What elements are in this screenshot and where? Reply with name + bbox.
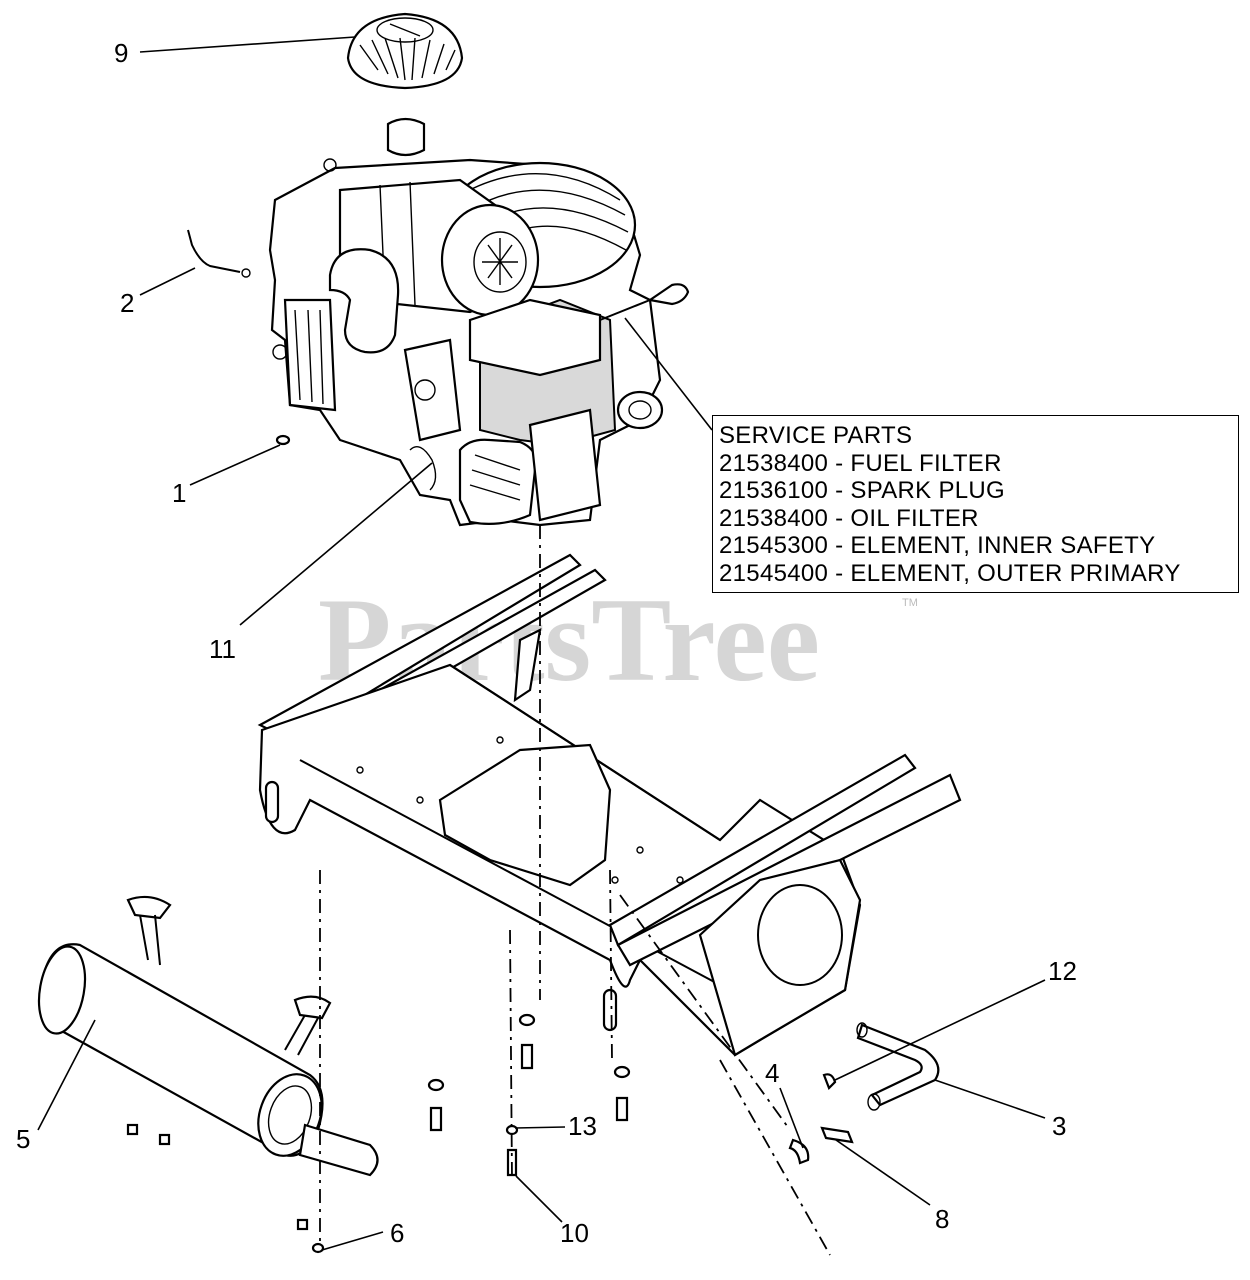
callout-10: 10 bbox=[560, 1218, 589, 1248]
service-part-inner-element: 21545300 - ELEMENT, INNER SAFETY bbox=[719, 532, 1156, 559]
callout-labels: 9 2 1 11 12 3 4 8 5 6 10 13 bbox=[16, 38, 1077, 1248]
callout-6: 6 bbox=[390, 1218, 404, 1248]
callout-2: 2 bbox=[120, 288, 134, 318]
leader-lines bbox=[37, 36, 1046, 1251]
callout-12: 12 bbox=[1048, 956, 1077, 986]
callout-5: 5 bbox=[16, 1124, 30, 1154]
service-part-outer-element: 21545400 - ELEMENT, OUTER PRIMARY bbox=[719, 559, 1181, 587]
alignment-lines bbox=[319, 525, 831, 1256]
service-parts-heading: SERVICE PARTS bbox=[719, 422, 913, 449]
callout-3: 3 bbox=[1052, 1111, 1066, 1141]
fastener-part-1 bbox=[275, 434, 291, 446]
callout-8: 8 bbox=[935, 1204, 949, 1234]
engine-assembly bbox=[268, 117, 690, 527]
hose-part bbox=[856, 1022, 940, 1111]
service-part-oil-filter: 21538400 - OIL FILTER bbox=[719, 504, 979, 532]
callout-1: 1 bbox=[172, 478, 186, 508]
hardware-parts bbox=[126, 1013, 854, 1254]
callout-4: 4 bbox=[765, 1058, 779, 1088]
service-part-spark-plug: 21536100 - SPARK PLUG bbox=[719, 477, 1006, 504]
muffler-part bbox=[37, 895, 379, 1177]
callout-13: 13 bbox=[568, 1111, 597, 1141]
service-parts-box: SERVICE PARTS 21538400 - FUEL FILTER 215… bbox=[712, 415, 1239, 593]
wire-harness-part bbox=[187, 229, 251, 278]
watermark-tm: TM bbox=[902, 597, 918, 609]
callout-11: 11 bbox=[209, 634, 236, 664]
frame-part bbox=[257, 553, 962, 1057]
service-part-fuel-filter: 21538400 - FUEL FILTER bbox=[719, 449, 1002, 477]
air-cleaner-cap-part bbox=[346, 12, 464, 90]
callout-9: 9 bbox=[114, 38, 128, 68]
